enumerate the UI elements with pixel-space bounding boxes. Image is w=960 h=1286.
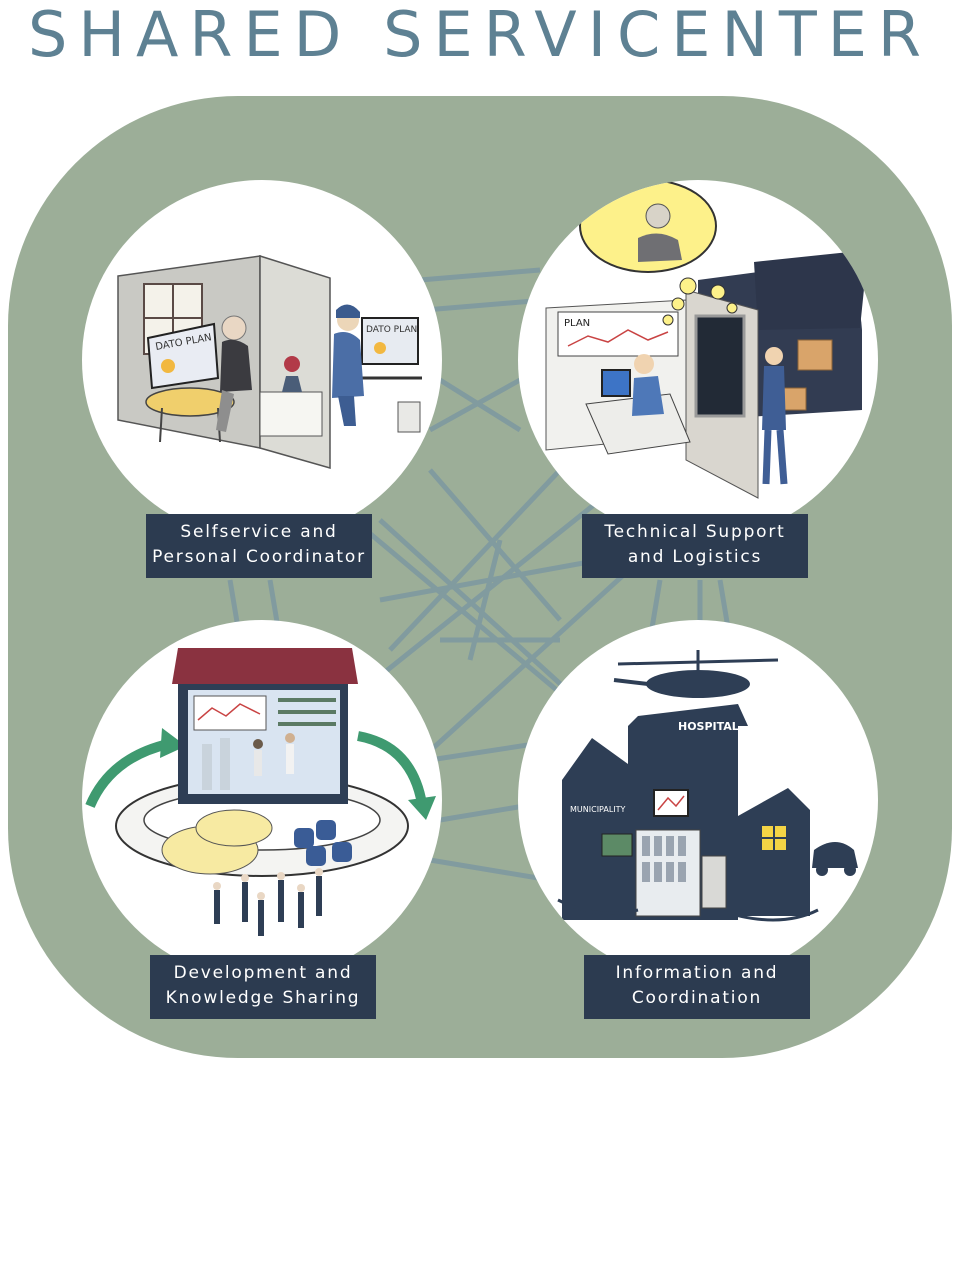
- label-information: Information and Coordination: [584, 955, 810, 1019]
- hospital-sign: HOSPITAL: [678, 720, 739, 733]
- quadrant-circle-technical-support: PLAN: [518, 180, 878, 540]
- label-development-line2: Knowledge Sharing: [165, 988, 361, 1008]
- label-technical-support-line2: and Logistics: [627, 547, 763, 567]
- label-information-line2: Coordination: [631, 988, 763, 1008]
- screen-right-text: DATO PLAN: [366, 325, 417, 335]
- label-technical-support: Technical Support and Logistics: [582, 514, 808, 578]
- label-selfservice-line1: Selfservice and: [180, 522, 338, 542]
- label-development-line1: Development and: [173, 963, 353, 983]
- quadrant-circle-information: HOSPITAL MUNICIPALITY: [518, 620, 878, 980]
- knowledge-building-illustration: [85, 648, 436, 936]
- office-cubicle-illustration: DATO PLAN DATO PLAN: [117, 254, 422, 469]
- quadrant-circle-development: [82, 620, 442, 980]
- label-information-line1: Information and: [615, 963, 779, 983]
- label-selfservice-line2: Personal Coordinator: [152, 547, 366, 567]
- board-text: PLAN: [564, 318, 590, 329]
- support-van-illustration: PLAN: [545, 180, 868, 499]
- label-selfservice: Selfservice and Personal Coordinator: [146, 514, 372, 578]
- quadrant-circle-selfservice: DATO PLAN DATO PLAN: [82, 180, 442, 540]
- label-technical-support-line1: Technical Support: [604, 522, 786, 542]
- label-development: Development and Knowledge Sharing: [150, 955, 376, 1019]
- city-hospital-illustration: HOSPITAL MUNICIPALITY: [557, 650, 858, 922]
- page-title: SHARED SERVICENTER: [28, 0, 932, 71]
- municipality-sign: MUNICIPALITY: [570, 805, 626, 814]
